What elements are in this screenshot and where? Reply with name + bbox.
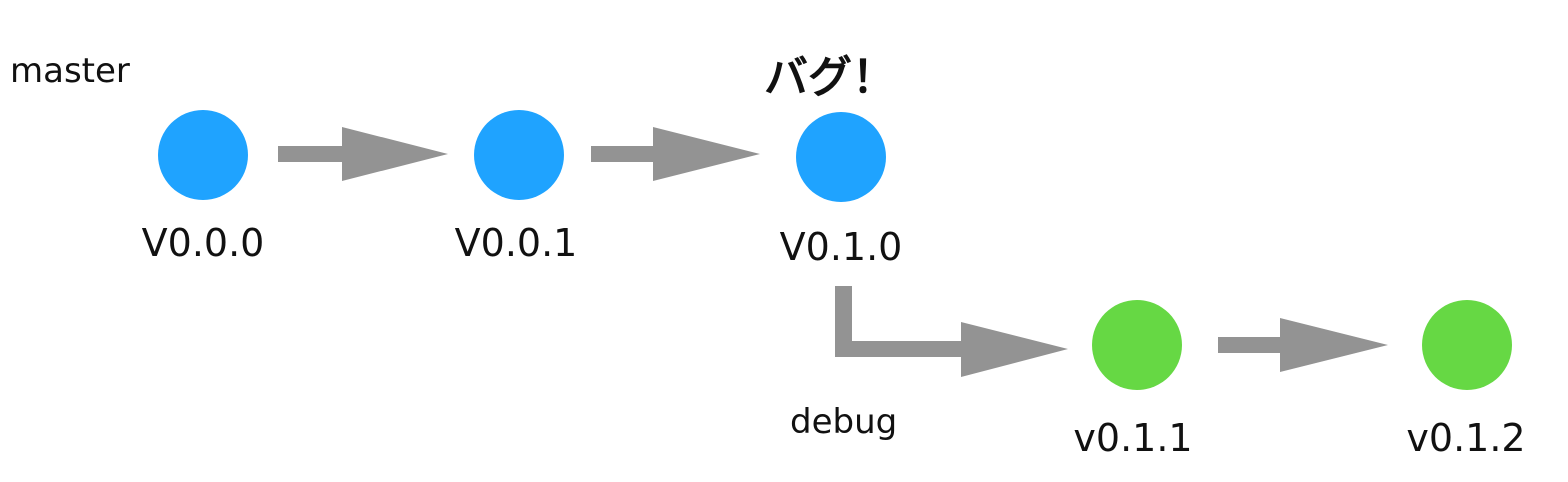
branch-label-master: master [10,51,130,91]
commit-label-v010: V0.1.0 [780,225,903,269]
edge-arrow-v011-v012 [1218,318,1388,372]
commit-node-v011 [1092,300,1182,390]
commit-nodes [158,110,1512,390]
edge-arrow-v001-v010 [591,127,760,181]
commit-node-v000 [158,110,248,200]
commit-label-v011: v0.1.1 [1073,416,1192,460]
bug-annotation: バグ！ [764,52,896,103]
edge-arrows [278,127,1388,377]
commit-label-v001: V0.0.1 [455,221,578,265]
commit-label-v000: V0.0.0 [142,221,265,265]
commit-node-v010 [796,112,886,202]
branch-label-debug: debug [790,402,897,442]
edge-arrow-v010-v011 [835,286,1068,377]
commit-label-v012: v0.1.2 [1406,416,1525,460]
commit-node-v012 [1422,300,1512,390]
commit-labels: V0.0.0 V0.0.1 V0.1.0 v0.1.1 v0.1.2 [142,221,1526,460]
commit-node-v001 [474,110,564,200]
edge-arrow-v000-v001 [278,127,448,181]
